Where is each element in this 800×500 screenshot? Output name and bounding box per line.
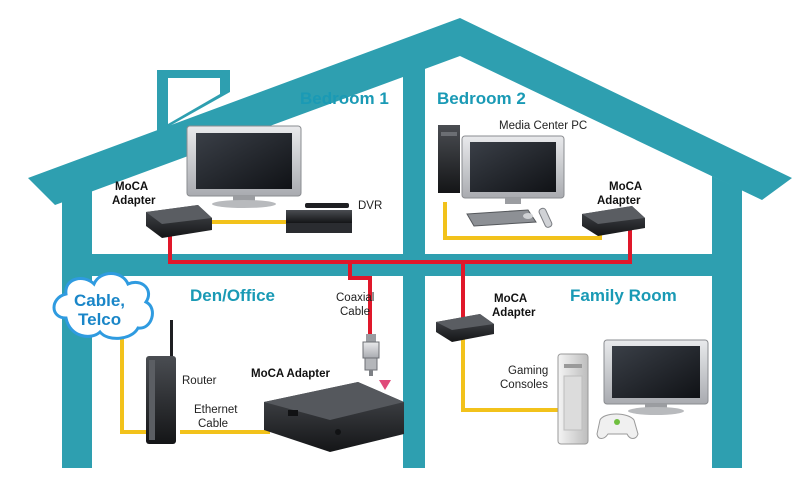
gamepad-icon	[596, 413, 639, 439]
family-moca-adapter-icon	[436, 314, 494, 342]
media-center-monitor-icon	[461, 135, 565, 204]
moca-label-bedroom2-line1: MoCA	[609, 181, 642, 193]
moca-label-bedroom1-line2: Adapter	[112, 195, 156, 207]
coax-connector-icon	[362, 334, 391, 390]
dvr-icon	[286, 203, 352, 233]
coaxial-cable-label-line2: Cable	[340, 306, 370, 318]
media-center-pc-label: Media Center PC	[499, 120, 587, 132]
bedroom1-moca-adapter-icon	[146, 205, 212, 238]
room-title-bedroom-2: Bedroom 2	[437, 89, 526, 108]
family-tv-icon	[603, 339, 709, 415]
cloud-label-line1: Cable,	[74, 291, 125, 310]
main-moca-adapter-icon	[264, 382, 404, 452]
cloud-label-line2: Telco	[78, 310, 121, 329]
dvr-label: DVR	[358, 200, 382, 212]
gaming-consoles-label-line2: Consoles	[500, 379, 548, 391]
moca-label-bedroom1-line1: MoCA	[115, 181, 148, 193]
gaming-consoles-label-line1: Gaming	[508, 365, 548, 377]
floor-band	[92, 254, 712, 276]
remote-icon	[538, 207, 553, 228]
pc-tower-icon	[438, 125, 460, 193]
coaxial-cable-label-line1: Coaxial	[336, 292, 374, 304]
moca-label-family-line2: Adapter	[492, 307, 536, 319]
ethernet-cable-label-line2: Cable	[198, 418, 228, 430]
right-wall	[712, 176, 742, 468]
moca-label-bedroom2-line2: Adapter	[597, 195, 641, 207]
room-title-family-room: Family Room	[570, 286, 677, 305]
coax-cable-network	[168, 224, 632, 334]
router-label: Router	[182, 375, 217, 387]
mouse-icon	[523, 213, 533, 219]
cloud-icon	[52, 272, 154, 340]
house-outline	[28, 18, 792, 468]
ethernet-cable-label-line1: Ethernet	[194, 404, 238, 416]
room-title-bedroom-1: Bedroom 1	[300, 89, 389, 108]
moca-label-family-line1: MoCA	[494, 293, 527, 305]
moca-adapter-main-label: MoCA Adapter	[251, 368, 331, 380]
keyboard-icon	[466, 209, 537, 227]
roof	[28, 18, 792, 205]
bedroom2-moca-adapter-icon	[582, 206, 645, 236]
room-title-den-office: Den/Office	[190, 286, 275, 305]
router-icon	[146, 320, 176, 444]
bedroom1-tv-icon	[186, 125, 302, 208]
game-console-icon	[557, 353, 589, 445]
